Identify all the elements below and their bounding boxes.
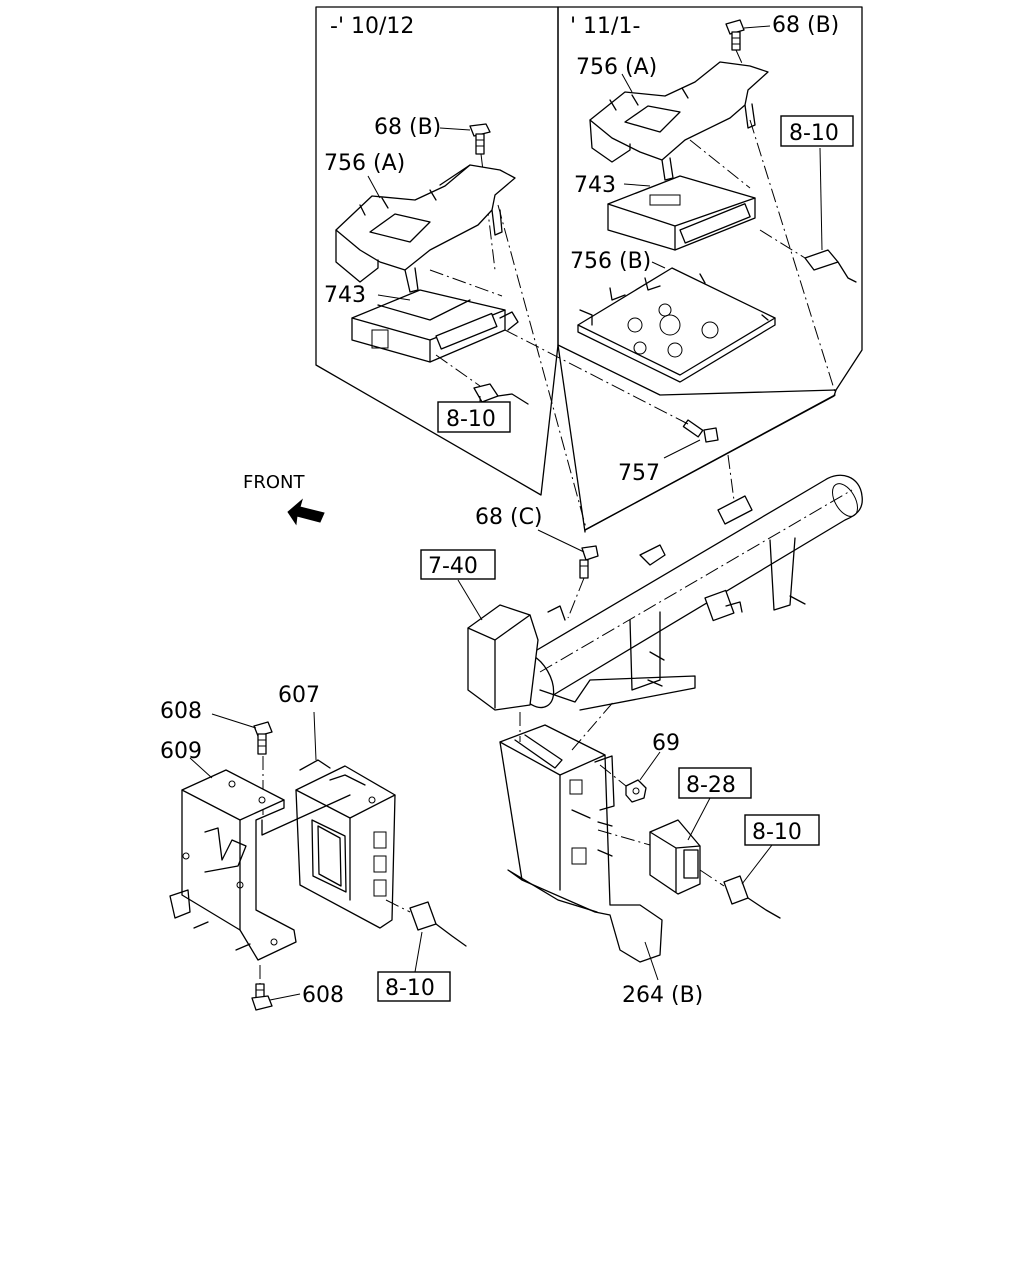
ref-828-label: 8-28 <box>686 773 736 798</box>
ecu-743-left <box>351 289 519 363</box>
ref-810-left-label: 8-10 <box>446 407 496 432</box>
panel-label-right: ' 11/1- <box>570 14 640 39</box>
label-743-right: 743 <box>574 173 616 198</box>
label-757: 757 <box>618 461 660 486</box>
bracket-756a-left <box>335 164 516 293</box>
label-609: 609 <box>160 739 202 764</box>
ref-box-828 <box>678 767 752 799</box>
ref-box-810-right <box>780 115 854 147</box>
cross-car-beam <box>509 474 863 709</box>
ref-810-right-label: 8-10 <box>789 121 839 146</box>
panel-label-left: -' 10/12 <box>330 14 414 39</box>
bolt-608-top <box>253 721 273 755</box>
ref-box-810-bottom <box>377 971 451 1002</box>
bolt-68b-left <box>439 123 491 155</box>
label-68b-right: 68 (B) <box>772 13 839 38</box>
label-68b-left: 68 (B) <box>374 115 441 140</box>
ref-810-bottom-label: 8-10 <box>385 976 435 1001</box>
module-828 <box>649 819 701 895</box>
ref-740-label: 7-40 <box>428 554 478 579</box>
ref-box-810-left <box>437 401 511 433</box>
ref-box-740 <box>420 549 496 580</box>
bolt-757 <box>682 419 719 443</box>
ref-810-mid-label: 8-10 <box>752 820 802 845</box>
ecu-743-right <box>607 175 756 251</box>
label-264b: 264 (B) <box>622 983 703 1008</box>
label-69: 69 <box>652 731 680 756</box>
bracket-609 <box>169 769 297 961</box>
label-607: 607 <box>278 683 320 708</box>
label-756a-right: 756 (A) <box>576 55 657 80</box>
bolt-608-bottom <box>251 983 273 1011</box>
detail-panel-left <box>315 6 559 496</box>
connector-right <box>804 249 857 283</box>
front-label: FRONT <box>243 472 305 493</box>
front-arrow-icon <box>287 498 325 526</box>
connector-left <box>473 383 529 406</box>
nut-69 <box>625 779 647 803</box>
label-608-top: 608 <box>160 699 202 724</box>
ecu-607 <box>261 759 396 929</box>
label-756a-left: 756 (A) <box>324 151 405 176</box>
bolt-68b-right <box>725 19 771 51</box>
bracket-264b <box>499 724 663 963</box>
label-608-bottom: 608 <box>302 983 344 1008</box>
bracket-756a-right <box>589 61 769 181</box>
label-743-left: 743 <box>324 283 366 308</box>
tray-756b-right <box>577 267 776 383</box>
label-68c: 68 (C) <box>475 505 543 530</box>
label-756b-right: 756 (B) <box>570 249 651 274</box>
connector-bottom <box>409 901 467 947</box>
beam-end-bracket <box>467 604 696 711</box>
ref-box-810-mid <box>744 814 820 846</box>
connector-mid <box>723 875 781 919</box>
